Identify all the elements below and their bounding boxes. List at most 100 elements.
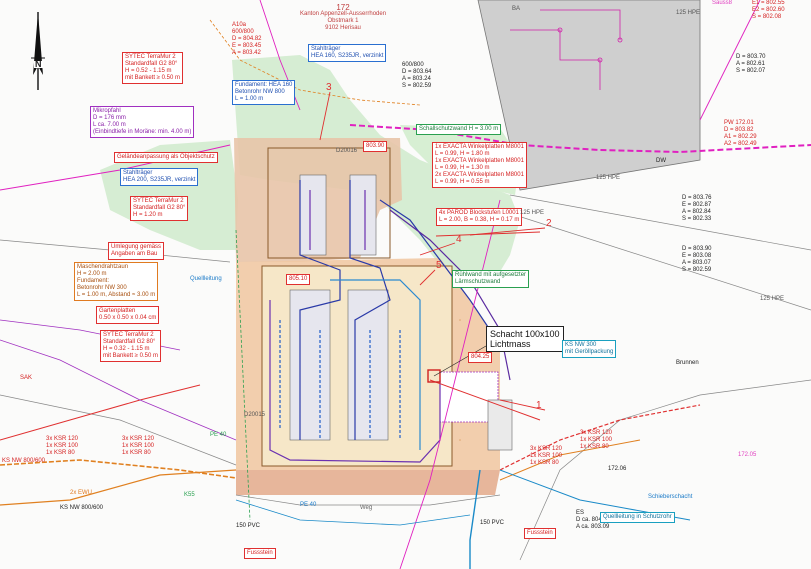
label-schieberschacht: Schieberschacht <box>648 494 693 500</box>
label-schacht: Schacht 100x100 Lichtmass <box>486 326 564 352</box>
north-platform <box>267 147 391 259</box>
sytec-low-line-2: Standardfall G2 80° <box>103 339 156 345</box>
callout-2: 2 <box>546 218 552 229</box>
pw-name: PW 172.01 <box>724 120 754 126</box>
label-ksr-right2: 3x KSR 120 1x KSR 100 1x KSR 80 <box>580 430 612 451</box>
label-sytec-low: SYTEC TerraMur 2 Standardfall G2 80° H =… <box>100 330 161 362</box>
elev-804-25: 804.25 <box>468 352 493 363</box>
schallschutz-line-1: Schallschutzwand H = 3.00 m <box>419 126 499 132</box>
mid2-d: D = 803.90 <box>682 246 712 252</box>
gartenplatten-line-1: Gartenplatten <box>99 308 136 314</box>
sausen-label: Sauss8 <box>712 0 733 6</box>
coords-pw: PW 172.01 D = 803.82 A1 = 802.29 A2 = 80… <box>724 120 757 148</box>
es-a: A ca. 803.09 <box>576 524 610 530</box>
sausen-d: D = 803.70 <box>736 54 766 60</box>
sausen-a: A = 802.61 <box>736 61 765 67</box>
label-pipe-150-left: 150 PVC <box>236 523 261 529</box>
center-s: S = 802.59 <box>402 83 432 89</box>
a10a-e: E = 803.45 <box>232 43 262 49</box>
label-ksr-right: 3x KSR 120 1x KSR 100 1x KSR 80 <box>530 446 562 467</box>
a10a-name: A10a <box>232 22 247 28</box>
stahltraeger-mid-line-1: Stahlträger <box>123 170 153 176</box>
title-block: 172 Kanton Appenzell-Ausserrhoden Obstma… <box>300 4 386 32</box>
exacta-line-4: L = 0.99, H = 1.30 m <box>435 165 490 171</box>
label-mikropfahl: Mikropfahl D = 176 mm L ca. 7.00 m (Einb… <box>90 106 195 138</box>
ks-nw-300-line-1: KS NW 300 <box>565 342 597 348</box>
label-ksr-left2: 3x KSR 120 1x KSR 100 1x KSR 80 <box>122 436 154 457</box>
north-label: N <box>34 59 43 69</box>
mid2-e: E = 803.08 <box>682 253 712 259</box>
room-d20015: D20015 <box>244 412 266 418</box>
label-pe40-bottom: PE 40 <box>300 502 317 508</box>
label-weg: Weg <box>360 505 373 511</box>
schacht-line-2: Lichtmass <box>490 339 531 349</box>
umlegung-line-1: Umlegung gemäss <box>111 244 162 250</box>
exacta-line-5: 2x EXACTA Winkelplatten M8001 <box>435 172 524 178</box>
label-gelaende: Geländeanpassung als Objektschutz <box>114 152 218 163</box>
parod-line-2: L = 2.00, B = 0.38, H = 0.17 m <box>439 217 520 223</box>
coords-a10a: A10a 600/800 D = 804.82 E = 803.45 A = 8… <box>232 22 262 57</box>
right-top-s: S = 802.08 <box>752 14 782 20</box>
north-arrow-graphic <box>31 12 45 90</box>
label-fundament: Fundament: HEA 160 Betonrohr NW 800 L = … <box>232 80 296 105</box>
ksr-right2-line-2: 1x KSR 100 <box>580 437 613 443</box>
maschendraht-line-1: Maschendrahtzaun <box>77 264 129 270</box>
label-ks-nw-300: KS NW 300 mit Geröllpackung <box>562 340 617 358</box>
title-canton: Kanton Appenzell-Ausserrhoden <box>300 11 387 17</box>
sytec-mid-line-2: Standardfall G2 80° <box>133 205 186 211</box>
elev-803-90: 803.90 <box>363 141 388 152</box>
sytec-low-line-3: H = 0.32 - 1.15 m <box>103 346 150 352</box>
center-size: 600/800 <box>402 62 424 68</box>
fundament-line-3: L = 1.00 m <box>235 96 264 102</box>
callout-leaders <box>319 91 546 411</box>
ksr-left2-line-3: 1x KSR 80 <box>122 450 151 456</box>
pw-a2: A2 = 802.49 <box>724 141 757 147</box>
maschendraht-line-4: Betonrohr NW 300 <box>77 285 127 291</box>
sytec-low-line-4: mit Bankett ≥ 0.50 m <box>103 353 158 359</box>
label-pipe-150-right: 150 PVC <box>480 520 505 526</box>
label-dw: DW <box>656 158 666 164</box>
center-d: D = 803.64 <box>402 69 432 75</box>
gartenplatten-line-2: 0.50 x 0.50 x 0.04 cm <box>99 315 157 321</box>
callout-3: 3 <box>326 82 332 93</box>
exacta-line-2: L = 0.99, H = 1.80 m <box>435 151 490 157</box>
coords-sausen-values: D = 803.70 A = 802.61 S = 802.07 <box>736 54 766 75</box>
ksr-right-line-3: 1x KSR 80 <box>530 460 559 466</box>
mikropfahl-line-3: L ca. 7.00 m <box>93 122 126 128</box>
label-schallschutz: Schallschutzwand H = 3.00 m <box>416 124 502 135</box>
label-sytec-mid: SYTEC TerraMur 2 Standardfall G2 80° H =… <box>130 196 189 221</box>
label-parod: 4x PAROD Blockstufen L0001 L = 2.00, B =… <box>436 208 523 226</box>
coords-mid2: D = 803.90 E = 803.08 A = 803.07 S = 802… <box>682 246 712 274</box>
ksr-right-line-2: 1x KSR 100 <box>530 453 563 459</box>
maschendraht-line-3: Fundament: <box>77 278 110 284</box>
sytec-top-line-4: mit Bankett ≥ 0.50 m <box>125 75 180 81</box>
mikropfahl-line-1: Mikropfahl <box>93 108 121 114</box>
label-sytec-top: SYTEC TerraMur 2 Standardfall G2 80° H =… <box>122 52 183 84</box>
right-top-e1: E1 = 802.55 <box>752 0 785 6</box>
label-sak: SAK <box>20 375 33 381</box>
fussstein-right-line-1: Fussstein <box>527 530 553 536</box>
ruehlwand-line-1: Rühlwand mit aufgesetzter <box>455 272 527 278</box>
coords-right-top: E1 = 802.55 E2 = 802.60 S = 802.08 <box>752 0 785 21</box>
green-area-west <box>100 140 238 250</box>
building-footprint <box>478 0 700 190</box>
mid1-d: D = 803.76 <box>682 195 712 201</box>
title-address: Obstmark 1 <box>327 18 359 24</box>
callout-1: 1 <box>536 400 542 411</box>
label-brunnen: Brunnen <box>676 360 699 366</box>
label-fussstein-right: Fussstein <box>524 528 556 539</box>
ksr-left2-line-2: 1x KSR 100 <box>122 443 155 449</box>
a10a-size: 600/800 <box>232 29 254 35</box>
label-fussstein-left: Fussstein <box>244 548 276 559</box>
ksr-right-line-1: 3x KSR 120 <box>530 446 563 452</box>
gelaende-line-1: Geländeanpassung als Objektschutz <box>117 154 215 160</box>
label-quellleitung-short: Quellleitung <box>190 276 222 282</box>
mikropfahl-line-2: D = 176 mm <box>93 115 126 121</box>
title-city: 9102 Herisau <box>325 25 361 31</box>
ksr-left2-line-1: 3x KSR 120 <box>122 436 155 442</box>
center-a: A = 803.24 <box>402 76 431 82</box>
sausen-s: S = 802.07 <box>736 68 766 74</box>
pw-d: D = 803.82 <box>724 127 754 133</box>
mid1-s: S = 802.33 <box>682 216 712 222</box>
